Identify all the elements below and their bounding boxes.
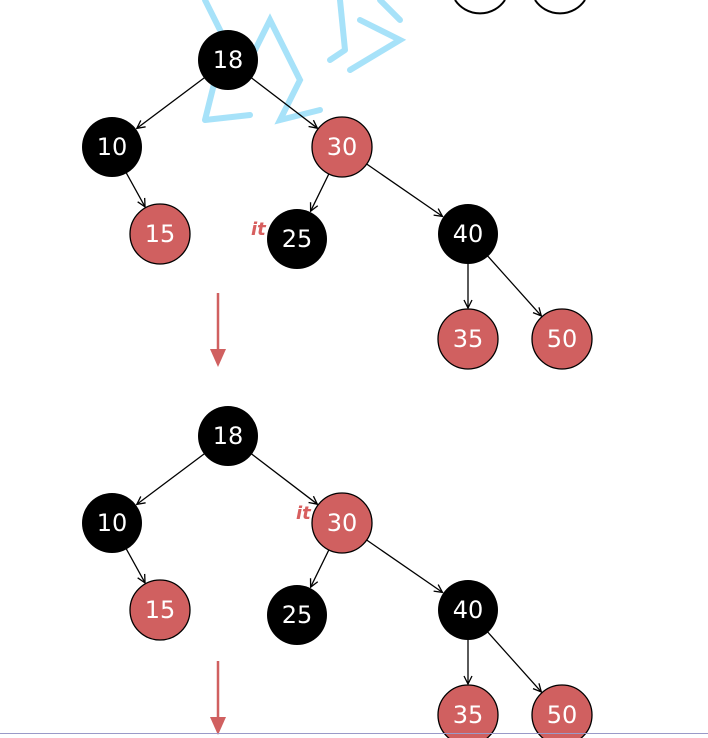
tree-node-25: 25 bbox=[267, 585, 327, 645]
node-label: 35 bbox=[453, 325, 484, 353]
tree-edge-30-25 bbox=[311, 546, 332, 587]
tree-edge-18-30 bbox=[248, 75, 318, 128]
tree-edge-30-40 bbox=[363, 161, 442, 217]
node-circle bbox=[129, 579, 191, 641]
tree-node-15: 15 bbox=[129, 203, 191, 265]
node-circle bbox=[311, 116, 373, 178]
top-edge-fragments bbox=[454, 0, 586, 15]
node-circle bbox=[82, 117, 142, 177]
node-label: 30 bbox=[327, 133, 358, 161]
node-label: 40 bbox=[453, 596, 484, 624]
node-label: 18 bbox=[213, 46, 244, 74]
node-label: 35 bbox=[453, 701, 484, 729]
node-label: 30 bbox=[327, 509, 358, 537]
tree-edge-10-15 bbox=[123, 169, 145, 207]
node-circle bbox=[437, 308, 499, 370]
tree-edge-18-10 bbox=[137, 451, 208, 505]
node-circle bbox=[129, 203, 191, 265]
node-circle bbox=[311, 492, 373, 554]
tree-node-35: 35 bbox=[437, 308, 499, 370]
node-circle bbox=[438, 204, 498, 264]
node-circle bbox=[531, 684, 593, 738]
tree-node-50: 50 bbox=[531, 684, 593, 738]
node-circle bbox=[437, 684, 499, 738]
tree-node-30: 30 bbox=[311, 492, 373, 554]
tree-node-15: 15 bbox=[129, 579, 191, 641]
tree-edge-40-50 bbox=[484, 628, 541, 692]
node-label: 25 bbox=[282, 601, 313, 629]
node-circle bbox=[198, 30, 258, 90]
bottom-border bbox=[0, 733, 708, 734]
iterator-marker: it bbox=[296, 503, 312, 524]
node-label: 25 bbox=[282, 225, 313, 253]
node-circle bbox=[198, 406, 258, 466]
tree-node-10: 10 bbox=[82, 117, 142, 177]
tree-edge-30-40 bbox=[363, 537, 442, 593]
node-label: 50 bbox=[547, 325, 578, 353]
node-label: 15 bbox=[145, 596, 176, 624]
node-label: 10 bbox=[97, 133, 128, 161]
tree-node-30: 30 bbox=[311, 116, 373, 178]
tree-edges bbox=[123, 75, 542, 692]
tree-edge-18-30 bbox=[248, 451, 318, 504]
tree-node-50: 50 bbox=[531, 308, 593, 370]
tree-node-35: 35 bbox=[437, 684, 499, 738]
tree-node-18: 18 bbox=[198, 30, 258, 90]
node-circle bbox=[438, 580, 498, 640]
node-label: 15 bbox=[145, 220, 176, 248]
tree-nodes: 18 10 30 15 25 40 35 50 it 18 10 30 15 25 40 35 50 it bbox=[82, 30, 593, 738]
node-label: 40 bbox=[453, 220, 484, 248]
tree-edge-40-50 bbox=[484, 252, 541, 316]
node-circle bbox=[82, 493, 142, 553]
node-label: 50 bbox=[547, 701, 578, 729]
tree-edge-30-25 bbox=[311, 170, 332, 211]
tree-node-18: 18 bbox=[198, 406, 258, 466]
tree-node-40: 40 bbox=[438, 580, 498, 640]
tree-edge-10-15 bbox=[123, 545, 145, 583]
node-circle bbox=[531, 308, 593, 370]
tree-node-40: 40 bbox=[438, 204, 498, 264]
iterator-marker: it bbox=[251, 219, 267, 240]
tree-edge-18-10 bbox=[137, 75, 208, 129]
tree-node-25: 25 bbox=[267, 209, 327, 269]
node-label: 18 bbox=[213, 422, 244, 450]
node-label: 10 bbox=[97, 509, 128, 537]
node-circle bbox=[267, 585, 327, 645]
node-circle bbox=[267, 209, 327, 269]
tree-node-10: 10 bbox=[82, 493, 142, 553]
